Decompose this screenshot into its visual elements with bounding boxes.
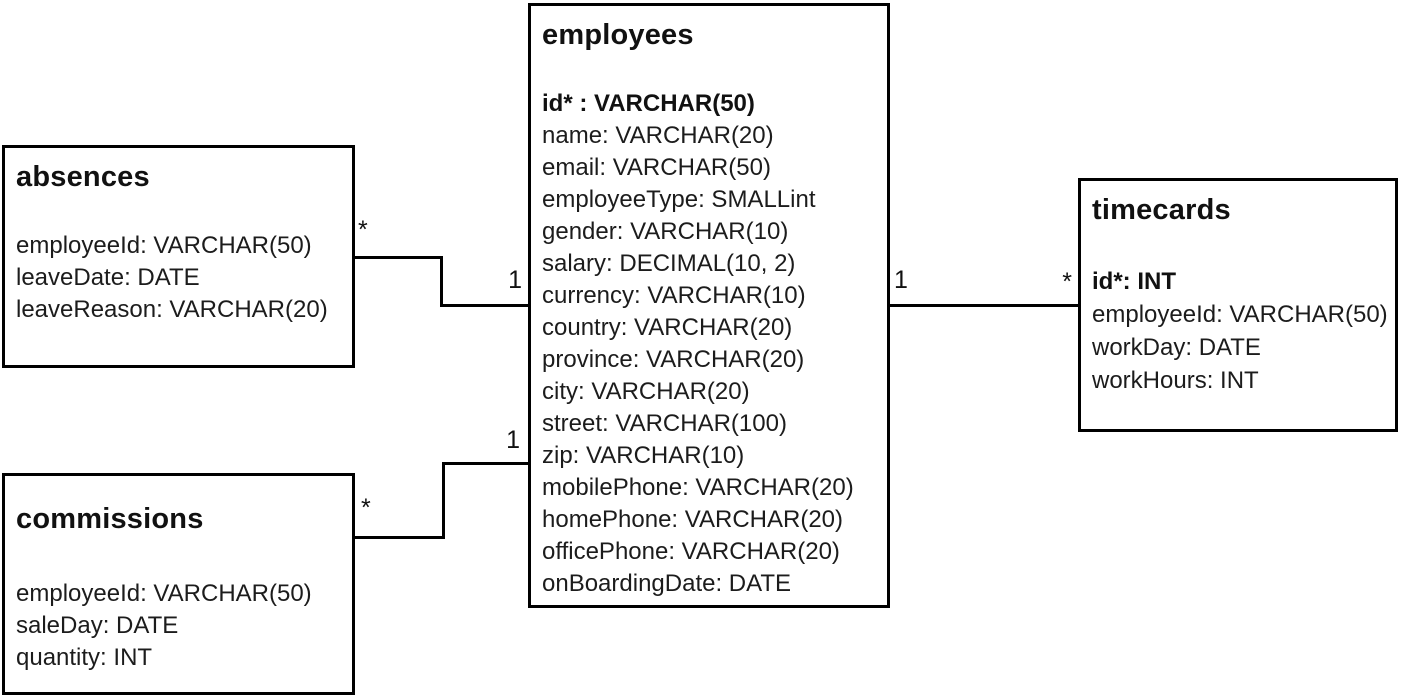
field-primary-key: id*: INT (1092, 268, 1176, 295)
field-row: leaveReason: VARCHAR(20) (16, 296, 328, 323)
entity-fields-commissions: employeeId: VARCHAR(50) saleDay: DATE quan… (16, 578, 348, 674)
field-row: currency: VARCHAR(10) (542, 282, 806, 309)
field-row: quantity: INT (16, 644, 153, 671)
connector-employees-timecards-segment (890, 304, 1078, 307)
entity-title-absences: absences (16, 161, 150, 193)
connector-absences-employees-segment (440, 304, 528, 307)
connector-absences-employees-segment (440, 256, 443, 307)
cardinality-employees-end-timecards: 1 (894, 266, 908, 294)
field-row: gender: VARCHAR(10) (542, 218, 789, 245)
field-row: officePhone: VARCHAR(20) (542, 538, 840, 565)
cardinality-timecards-end: * (1062, 268, 1072, 296)
field-row: employeeId: VARCHAR(50) (16, 232, 312, 259)
connector-absences-employees-segment (355, 256, 441, 259)
entity-absences: absences employeeId: VARCHAR(50) leaveDat… (2, 145, 355, 368)
field-row: city: VARCHAR(20) (542, 378, 750, 405)
entity-title-timecards: timecards (1092, 194, 1231, 226)
field-row: email: VARCHAR(50) (542, 154, 771, 181)
entity-title-employees: employees (542, 19, 694, 51)
field-row: salary: DECIMAL(10, 2) (542, 250, 796, 277)
field-row: street: VARCHAR(100) (542, 410, 787, 437)
field-primary-key: id* : VARCHAR(50) (542, 90, 755, 117)
entity-title-commissions: commissions (16, 503, 204, 535)
field-row: homePhone: VARCHAR(20) (542, 506, 844, 533)
cardinality-employees-end-absences: 1 (508, 266, 522, 294)
cardinality-employees-end-commissions: 1 (506, 426, 520, 454)
field-row: workHours: INT (1092, 367, 1259, 394)
field-row: onBoardingDate: DATE (542, 570, 792, 597)
field-row: country: VARCHAR(20) (542, 314, 793, 341)
field-row: employeeId: VARCHAR(50) (16, 580, 312, 607)
field-row: employeeType: SMALLint (542, 186, 816, 213)
entity-fields-absences: employeeId: VARCHAR(50) leaveDate: DATE le… (16, 230, 348, 326)
field-row: saleDay: DATE (16, 612, 179, 639)
entity-timecards: timecards id*: INT employeeId: VARCHAR(50… (1078, 178, 1398, 432)
field-row: leaveDate: DATE (16, 264, 200, 291)
cardinality-absences-end: * (358, 216, 368, 244)
cardinality-commissions-end: * (361, 494, 371, 522)
field-row: employeeId: VARCHAR(50) (1092, 301, 1388, 328)
field-row: name: VARCHAR(20) (542, 122, 774, 149)
field-row: zip: VARCHAR(10) (542, 442, 745, 469)
entity-commissions: commissions employeeId: VARCHAR(50) saleD… (2, 473, 355, 695)
entity-employees: employees id* : VARCHAR(50) name: VARCHAR… (528, 3, 890, 608)
field-row: workDay: DATE (1092, 334, 1261, 361)
field-row: province: VARCHAR(20) (542, 346, 805, 373)
field-row: mobilePhone: VARCHAR(20) (542, 474, 854, 501)
connector-commissions-employees-segment (442, 462, 445, 539)
connector-commissions-employees-segment (355, 536, 445, 539)
entity-fields-employees: id* : VARCHAR(50) name: VARCHAR(20) email:… (542, 88, 883, 600)
connector-commissions-employees-segment (442, 462, 528, 465)
entity-fields-timecards: id*: INT employeeId: VARCHAR(50) workDay: … (1092, 265, 1391, 397)
